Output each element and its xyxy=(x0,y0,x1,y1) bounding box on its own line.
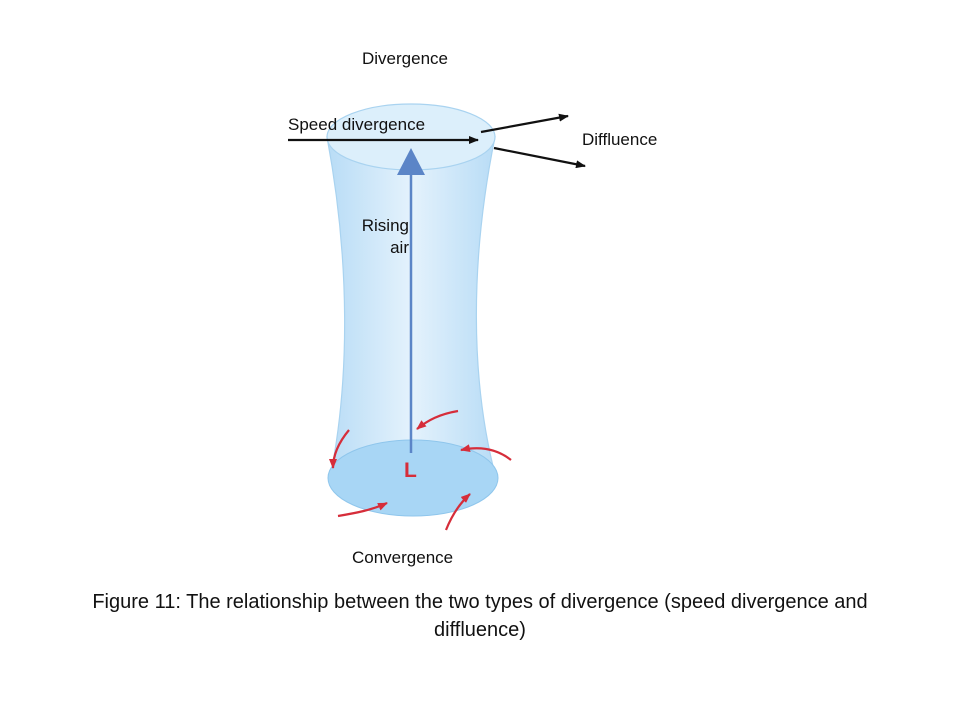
low-pressure-label: L xyxy=(404,459,417,482)
rising-air-label-line1: Rising xyxy=(361,216,409,235)
divergence-label: Divergence xyxy=(362,49,448,68)
convergence-label: Convergence xyxy=(352,548,454,567)
rising-air-arrow-head xyxy=(397,148,425,175)
diffluence-arrow-lower xyxy=(493,146,586,169)
diffluence-arrow-upper xyxy=(480,113,569,134)
speed-divergence-label: Speed divergence xyxy=(288,115,426,134)
inflow-arrow-3 xyxy=(329,429,350,469)
inflow-arrow-2 xyxy=(460,444,512,461)
rising-air-label: Rising air xyxy=(349,215,409,259)
inflow-arrow-1 xyxy=(416,409,459,430)
inflow-arrow-4 xyxy=(337,502,388,518)
bottom-disk xyxy=(327,439,499,517)
figure-caption: Figure 11: The relationship between the … xyxy=(92,591,868,641)
diffluence-label: Diffluence xyxy=(582,130,658,149)
rising-air-label-line2: air xyxy=(390,238,409,257)
inflow-arrow-5 xyxy=(444,493,471,531)
